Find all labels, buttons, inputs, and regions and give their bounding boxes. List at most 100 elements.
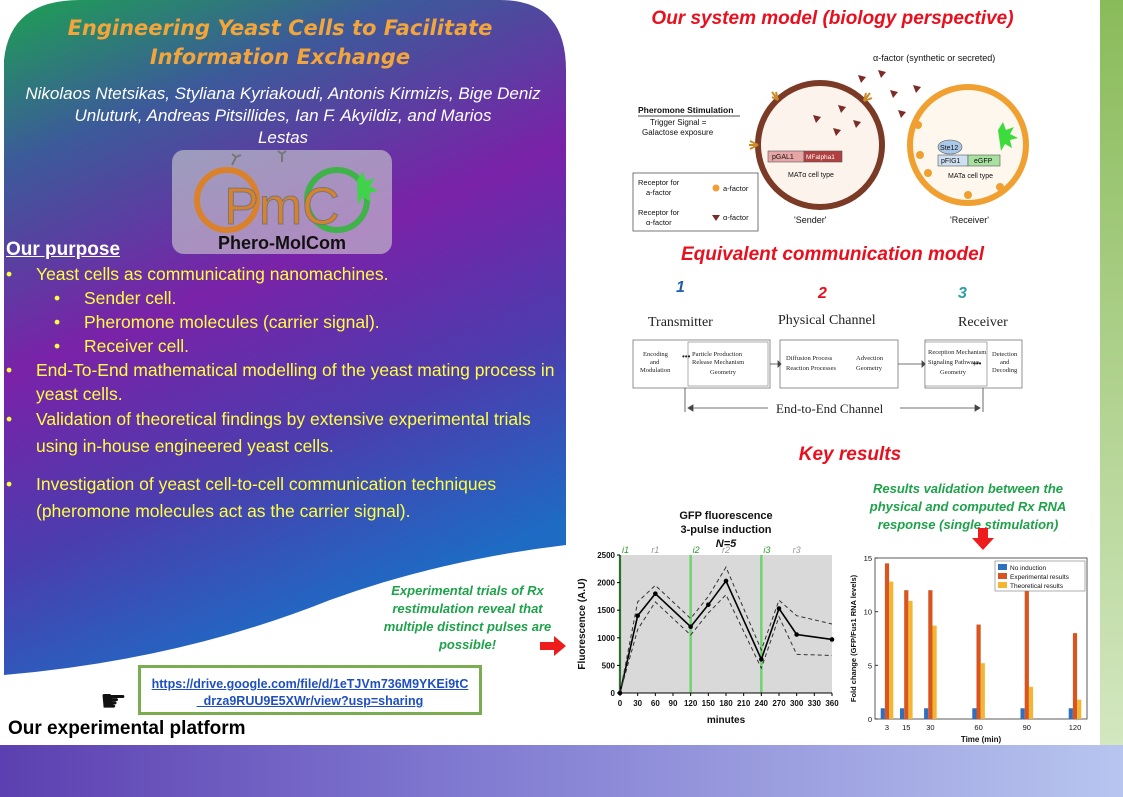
stim-title: Pheromone Stimulation: [638, 105, 733, 115]
legend-swatch: [998, 564, 1007, 570]
bar: [928, 590, 933, 719]
data-point: [653, 591, 658, 596]
bound-series-line: [619, 593, 833, 694]
purpose-item: •Yeast cells as communicating nanomachin…: [6, 264, 389, 284]
chart-n-label: N=5: [716, 538, 737, 550]
trials-note-line-4: possible!: [438, 637, 497, 652]
arrow-down-icon: [972, 528, 994, 550]
purpose-item: •End-To-End mathematical modelling of th…: [6, 360, 555, 404]
authors: Nikolaos Ntetsikas, Styliana Kyriakoudi,…: [0, 83, 566, 149]
pmc-logo-graphic: PmC Phero-MolCom: [194, 150, 378, 253]
purpose-panel-background: [4, 0, 566, 675]
rm-3: Geometry: [940, 369, 967, 376]
system-model-heading: Our system model (biology perspective): [651, 8, 1014, 29]
legend-box: [994, 560, 1086, 592]
link-line-1[interactable]: https://drive.google.com/file/d/1eTJVm73…: [151, 677, 469, 691]
bar: [1024, 584, 1029, 719]
ad-1: Advection: [856, 355, 884, 362]
platform-label: Our experimental platform: [8, 718, 246, 739]
plot-area: [620, 555, 832, 693]
x-tick-label: 30: [633, 699, 642, 708]
pp-1: Particle Production: [692, 351, 743, 358]
authors-line-2: Unluturk, Andreas Pitsillides, Ian F. Ak…: [74, 106, 492, 125]
rest-label: r2: [722, 545, 730, 555]
trials-note-line-1: Experimental trials of Rx: [391, 583, 544, 598]
bar: [976, 624, 981, 719]
pp-3: Geometry: [710, 369, 737, 376]
x-tick-label: 150: [702, 699, 716, 708]
sender-label: 'Sender': [794, 215, 827, 225]
legend-label: Experimental results: [1010, 574, 1070, 581]
y-tick-label: 5: [868, 661, 872, 670]
rest-label: r3: [793, 545, 801, 555]
bar: [908, 600, 913, 719]
transmitter-label: Transmitter: [648, 315, 713, 330]
authors-line-3: Lestas: [257, 128, 309, 147]
end-to-end-label: End-to-End Channel: [776, 401, 884, 416]
x-tick-label: 15: [902, 723, 910, 732]
y-tick-label: 1000: [597, 634, 615, 643]
stim-line-2: Trigger Signal =: [650, 118, 707, 127]
alpha-factor-molecules: [813, 70, 921, 136]
stim-line-3: Galactose exposure: [642, 128, 714, 137]
legend-label: No induction: [1010, 565, 1047, 572]
x-tick-label: 330: [808, 699, 822, 708]
purpose-item: •Investigation of yeast cell-to-cell com…: [6, 474, 497, 521]
x-tick-label: 120: [684, 699, 698, 708]
purpose-subitem: •Pheromone molecules (carrier signal).: [54, 312, 380, 332]
mat-a-label: MATa cell type: [948, 173, 993, 180]
link-line-2[interactable]: _drza9RUU9E5XWr/view?usp=sharing: [196, 694, 424, 708]
x-tick-label: 60: [651, 699, 660, 708]
receptor-alpha-label-1: Receptor for: [638, 208, 680, 217]
validation-note-line-2: physical and computed Rx RNA: [869, 499, 1067, 514]
bar: [980, 663, 985, 719]
bar: [899, 708, 905, 719]
dp-1: Diffusion Process: [786, 355, 833, 362]
y-tick-label: 15: [864, 554, 872, 563]
induction-label: i3: [763, 545, 770, 555]
alpha-factor-label: α-factor (synthetic or secreted): [873, 53, 995, 63]
x-axis-label: Time (min): [961, 735, 1002, 744]
receptor-a-label-1: Receptor for: [638, 178, 680, 187]
enc-1: Encoding: [643, 351, 669, 358]
bar: [880, 708, 885, 719]
right-accent-strip: [1100, 0, 1123, 745]
receptor-a-label-2: a-factor: [646, 188, 672, 197]
data-point: [759, 657, 764, 662]
pointing-hand-icon: ☛: [100, 685, 127, 718]
platform-link[interactable]: https://drive.google.com/file/d/1eTJVm73…: [138, 665, 482, 715]
x-tick-label: 90: [1023, 723, 1031, 732]
bar: [1072, 633, 1078, 719]
y-tick-label: 2500: [597, 551, 615, 560]
data-point: [829, 637, 835, 642]
data-point: [723, 578, 729, 584]
y-axis-label: Fold change (GFP/Fus1 RNA levels): [849, 574, 858, 702]
dp-2: Reaction Processes: [786, 365, 836, 372]
purpose-subitem: •Receiver cell.: [54, 336, 190, 356]
bar: [924, 708, 929, 719]
x-tick-label: 240: [755, 699, 769, 708]
title-line-2: Information Exchange: [149, 45, 411, 69]
svg-text:•••: •••: [973, 359, 982, 368]
receiver-label: 'Receiver': [950, 215, 989, 225]
egfp-label: eGFP: [974, 158, 993, 165]
data-point: [794, 632, 799, 637]
trials-note-line-3: multiple distinct pulses are: [383, 619, 552, 634]
bar: [1068, 708, 1073, 719]
induction-label: i1: [622, 545, 629, 555]
trials-note: Experimental trials of Rx restimulation …: [360, 582, 575, 654]
pfig1-label: pFIG1: [941, 158, 961, 165]
x-tick-label: 120: [1069, 723, 1082, 732]
biology-diagram: α-factor (synthetic or secreted) Pheromo…: [632, 53, 1029, 232]
purpose-subitem: •Sender cell.: [54, 288, 177, 308]
pmc-logo: PmC Phero-MolCom: [172, 150, 392, 254]
bar: [1028, 686, 1034, 719]
validation-note-line-1: Results validation between the: [873, 481, 1063, 496]
rm-1: Reception Mechanism: [928, 349, 986, 356]
mean-series-line: [619, 579, 833, 694]
poster-title: Engineering Yeast Cells to Facilitate In…: [30, 14, 530, 72]
x-tick-label: 270: [772, 699, 786, 708]
chart-subtitle: 3-pulse induction: [680, 524, 771, 536]
